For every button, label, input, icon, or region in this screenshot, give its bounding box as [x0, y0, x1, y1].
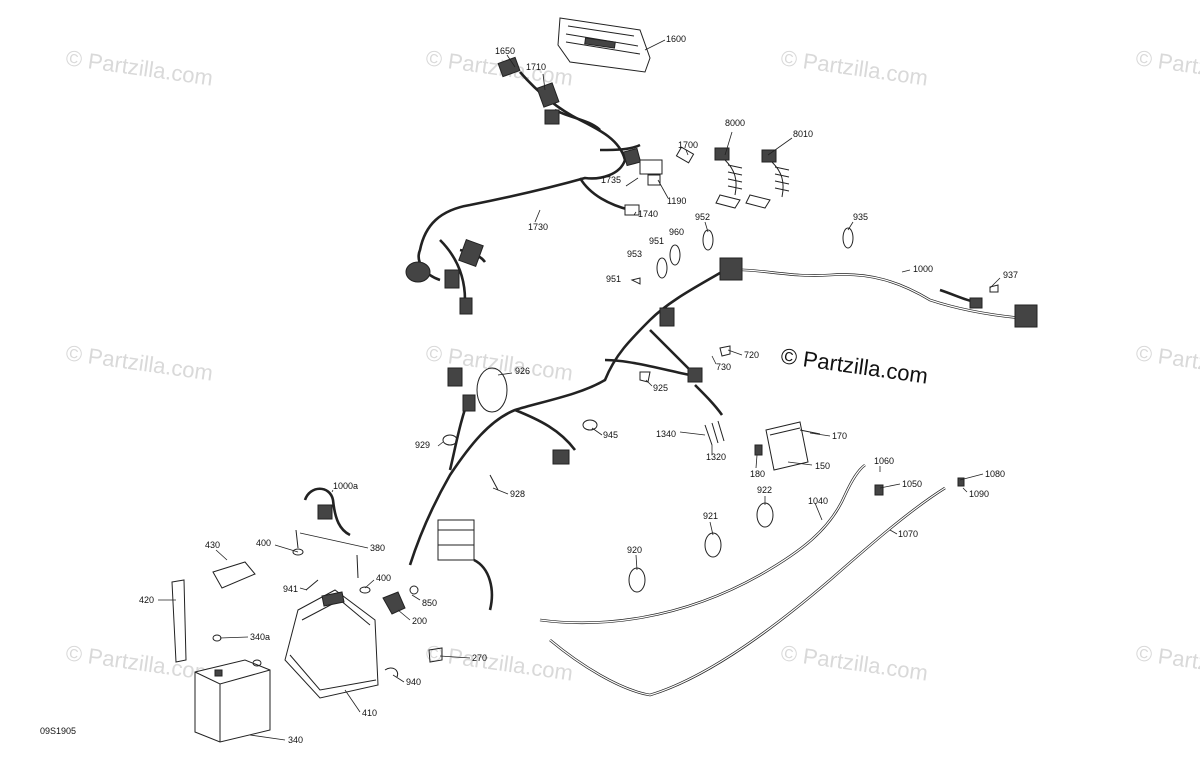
callout-8000: 8000 [725, 118, 745, 128]
callout-1650: 1650 [495, 46, 515, 56]
callout-929: 929 [415, 440, 430, 450]
callout-960: 960 [669, 227, 684, 237]
callout-951: 951 [649, 236, 664, 246]
leader-lines [158, 39, 1001, 741]
callout-1600: 1600 [666, 34, 686, 44]
callout-952: 952 [695, 212, 710, 222]
callout-400: 400 [376, 573, 391, 583]
callout-1000: 1000 [913, 264, 933, 274]
callout-951: 951 [606, 274, 621, 284]
watermark: © Partzilla.com [424, 340, 574, 385]
callout-953: 953 [627, 249, 642, 259]
callout-400: 400 [256, 538, 271, 548]
watermark: © Partzilla.com [1134, 45, 1200, 90]
callout-1000a: 1000a [333, 481, 358, 491]
callout-340: 340 [288, 735, 303, 745]
callout-430: 430 [205, 540, 220, 550]
callout-1090: 1090 [969, 489, 989, 499]
callout-1320: 1320 [706, 452, 726, 462]
battery-strap [171, 579, 187, 663]
callout-926: 926 [515, 366, 530, 376]
callout-8010: 8010 [793, 129, 813, 139]
callout-1710: 1710 [526, 62, 546, 72]
callout-1340: 1340 [656, 429, 676, 439]
watermark: © Partzilla.com [1134, 340, 1200, 385]
callout-1735: 1735 [601, 175, 621, 185]
callout-941: 941 [283, 584, 298, 594]
brand-overlay: © Partzilla.com [779, 343, 929, 388]
fuses [704, 420, 725, 446]
callout-720: 720 [744, 350, 759, 360]
callout-labels: 1600 1650 1710 8000 8010 1700 1735 1190 … [139, 34, 1018, 745]
callout-1700: 1700 [678, 140, 698, 150]
watermark: © Partzilla.com [64, 640, 214, 685]
callout-420: 420 [139, 595, 154, 605]
watermark: © Partzilla.com [64, 340, 214, 385]
watermark: © Partzilla.com [1134, 640, 1200, 685]
callout-940: 940 [406, 677, 421, 687]
watermark: © Partzilla.com [779, 640, 929, 685]
callout-1080: 1080 [985, 469, 1005, 479]
callout-1740: 1740 [638, 209, 658, 219]
callout-1060: 1060 [874, 456, 894, 466]
callout-730: 730 [716, 362, 731, 372]
fuse-box [382, 519, 494, 615]
callout-170: 170 [832, 431, 847, 441]
watermark: © Partzilla.com [779, 45, 929, 90]
callout-180: 180 [750, 469, 765, 479]
callout-270: 270 [472, 653, 487, 663]
callout-925: 925 [653, 383, 668, 393]
callout-380: 380 [370, 543, 385, 553]
callout-922: 922 [757, 485, 772, 495]
callout-937: 937 [1003, 270, 1018, 280]
callout-1070: 1070 [898, 529, 918, 539]
switch-group [624, 146, 695, 216]
watermark: © Partzilla.com [64, 45, 214, 90]
callout-1050: 1050 [902, 479, 922, 489]
callout-921: 921 [703, 511, 718, 521]
callout-150: 150 [815, 461, 830, 471]
callout-340a: 340a [250, 632, 270, 642]
callout-410: 410 [362, 708, 377, 718]
callout-945: 945 [603, 430, 618, 440]
harness-1000a [303, 487, 351, 537]
diagram-code: 09S1905 [40, 726, 76, 736]
cable-ties [442, 227, 999, 491]
callout-850: 850 [422, 598, 437, 608]
control-module [754, 421, 821, 471]
instrument-cluster [557, 17, 651, 73]
battery-cables [539, 463, 965, 697]
callout-928: 928 [510, 489, 525, 499]
main-harness [408, 257, 1038, 566]
callout-1040: 1040 [808, 496, 828, 506]
fasteners [212, 529, 443, 678]
callout-920: 920 [627, 545, 642, 555]
callout-200: 200 [412, 616, 427, 626]
bracket-430 [212, 561, 256, 589]
callout-935: 935 [853, 212, 868, 222]
battery-tray [284, 589, 379, 699]
callout-1730: 1730 [528, 222, 548, 232]
battery [194, 659, 271, 743]
tether-cords [714, 147, 790, 209]
watermark: © Partzilla.com [424, 640, 574, 685]
callout-1190: 1190 [667, 196, 686, 206]
